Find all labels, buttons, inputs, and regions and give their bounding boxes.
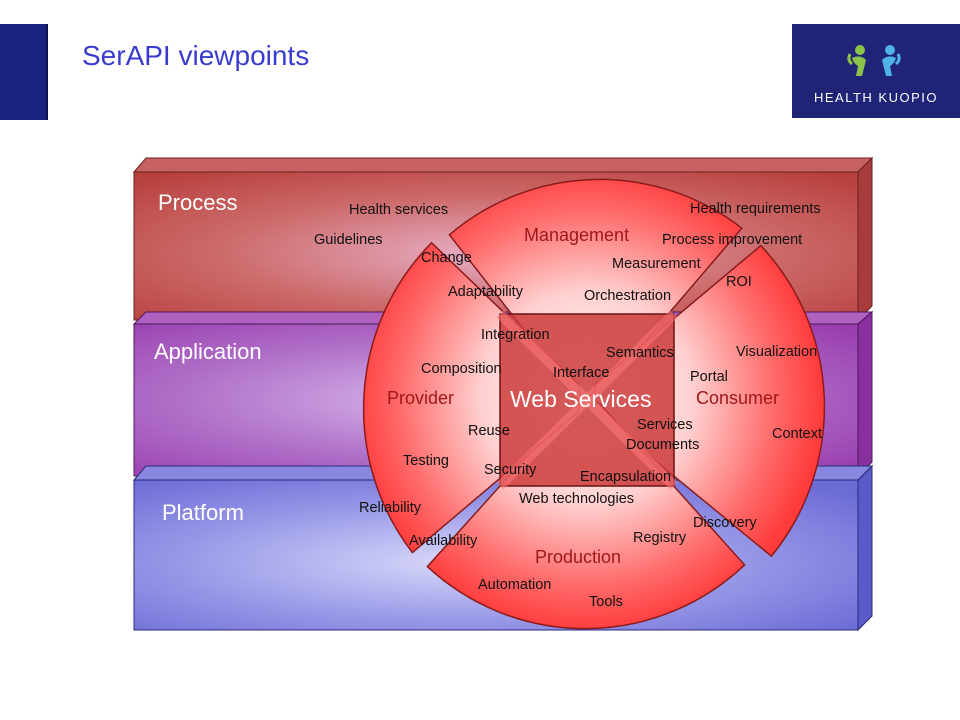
term-change: Change [421, 250, 472, 266]
term-integration: Integration [481, 327, 550, 343]
term-process-improvement: Process improvement [662, 232, 802, 248]
term-reliability: Reliability [359, 500, 422, 516]
term-visualization: Visualization [736, 344, 817, 360]
sector-title-production: Production [535, 547, 621, 567]
left-accent-bar [0, 24, 48, 120]
term-web-technologies: Web technologies [519, 491, 634, 507]
term-composition: Composition [421, 361, 502, 377]
layer-label-platform: Platform [162, 500, 244, 525]
people-figures-icon [847, 45, 901, 76]
sector-title-provider: Provider [387, 388, 454, 408]
layer-label-application: Application [154, 339, 262, 364]
term-adaptability: Adaptability [448, 284, 524, 300]
term-context: Context [772, 426, 822, 442]
term-tools: Tools [589, 594, 623, 610]
term-automation: Automation [478, 577, 551, 593]
term-roi: ROI [726, 274, 752, 290]
term-orchestration: Orchestration [584, 288, 671, 304]
term-guidelines: Guidelines [314, 232, 383, 248]
term-services: Services [637, 417, 693, 433]
term-availability: Availability [409, 533, 478, 549]
center-label: Web Services [510, 386, 651, 412]
term-portal: Portal [690, 369, 728, 385]
term-documents: Documents [626, 437, 699, 453]
term-testing: Testing [403, 453, 449, 469]
slide-title: SerAPI viewpoints [82, 40, 310, 71]
term-measurement: Measurement [612, 256, 701, 272]
logo-text: HEALTH KUOPIO [813, 90, 938, 105]
term-registry: Registry [633, 530, 687, 546]
layer-label-process: Process [158, 190, 237, 215]
sector-title-management: Management [524, 225, 629, 245]
sector-title-consumer: Consumer [696, 388, 779, 408]
term-interface: Interface [553, 365, 609, 381]
term-health-services: Health services [349, 202, 448, 218]
health-kuopio-logo: HEALTH KUOPIO [792, 24, 960, 118]
term-health-requirements: Health requirements [690, 201, 821, 217]
term-reuse: Reuse [468, 423, 510, 439]
circle-sectors [362, 178, 826, 630]
term-semantics: Semantics [606, 345, 674, 361]
term-security: Security [484, 462, 537, 478]
term-discovery: Discovery [693, 515, 757, 531]
term-encapsulation: Encapsulation [580, 469, 671, 485]
